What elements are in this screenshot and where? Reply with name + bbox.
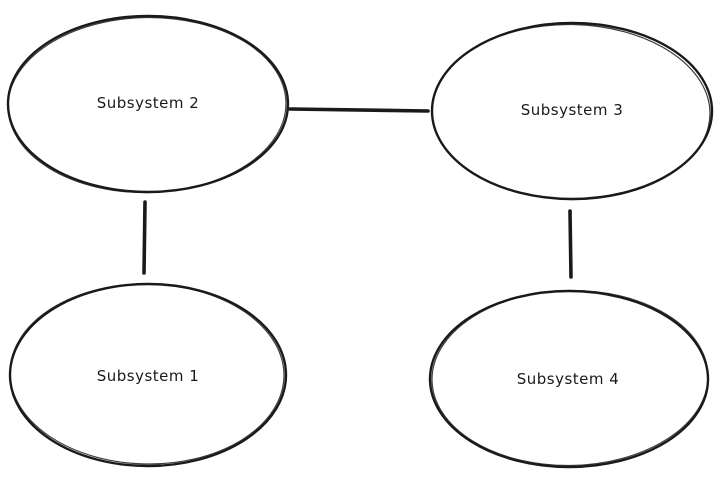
node-label-subsystem-1: Subsystem 1	[97, 367, 200, 385]
edge-subsystem-2-subsystem-3	[288, 107, 430, 113]
node-label-subsystem-2: Subsystem 2	[97, 94, 200, 112]
node-label-subsystem-4: Subsystem 4	[517, 370, 620, 388]
node-subsystem-4[interactable]: Subsystem 4	[428, 288, 710, 469]
edge-subsystem-2-subsystem-1	[142, 200, 147, 275]
node-label-subsystem-3: Subsystem 3	[521, 101, 624, 119]
node-subsystem-2[interactable]: Subsystem 2	[6, 14, 290, 195]
node-subsystem-1[interactable]: Subsystem 1	[8, 282, 288, 468]
edge-subsystem-3-subsystem-4	[568, 209, 573, 279]
node-subsystem-3[interactable]: Subsystem 3	[430, 21, 714, 202]
